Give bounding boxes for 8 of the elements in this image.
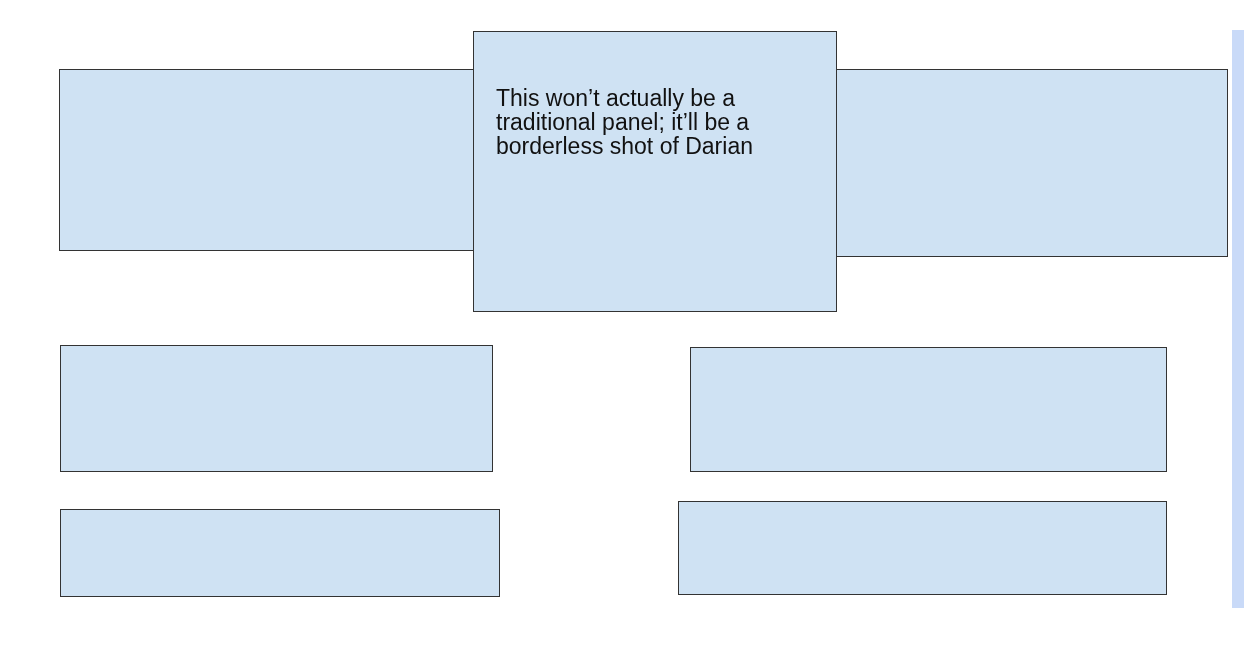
- empty-panel: [59, 69, 475, 251]
- empty-panel: [690, 347, 1167, 472]
- empty-panel: [60, 509, 500, 597]
- empty-panel: [60, 345, 493, 472]
- empty-panel: [835, 69, 1228, 257]
- comic-panel: [473, 31, 837, 312]
- panel-note: This won’t actually be a traditional panel; it’ll be a borderless shot of Darian: [496, 86, 754, 158]
- empty-panel: [678, 501, 1167, 595]
